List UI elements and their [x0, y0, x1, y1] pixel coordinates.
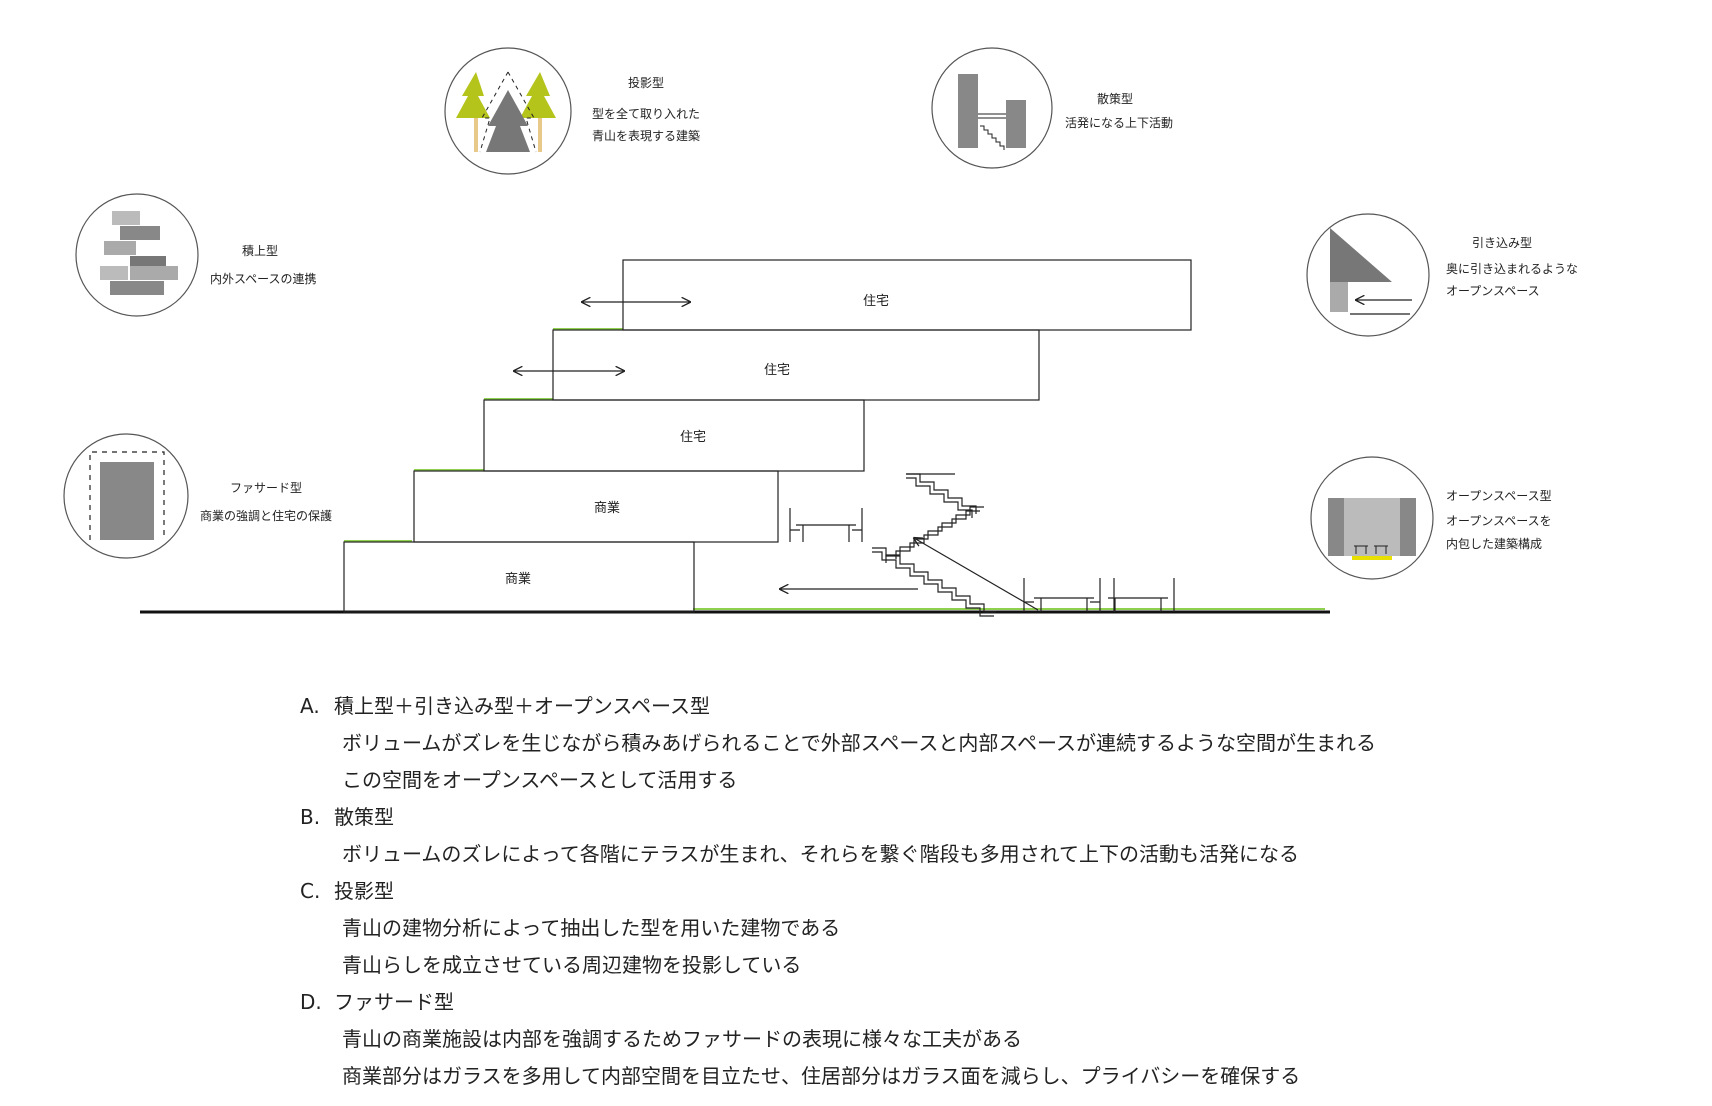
desc-c-title: 投影型 [334, 879, 394, 903]
toei-title: 投影型 [628, 75, 664, 90]
desc-d-title: ファサード型 [334, 990, 454, 1014]
desc-a-line-2: この空間をオープンスペースとして活用する [342, 768, 738, 792]
stair-lower [872, 547, 996, 617]
description-d: D. ファサード型 青山の商業施設は内部を強調するためファサードの表現に様々な工夫… [300, 984, 1600, 1095]
floor-5-box [622, 259, 1192, 331]
floor-boxes [343, 259, 1192, 613]
openspace-desc-2: 内包した建築構成 [1446, 536, 1542, 551]
tsumiage-title: 積上型 [242, 243, 278, 258]
description-b: B. 散策型 ボリュームのズレによって各階にテラスが生まれ、それらを繋ぐ階段も多用… [300, 799, 1600, 873]
facade-title: ファサード型 [230, 481, 302, 495]
desc-a-letter: A. [300, 694, 320, 718]
description-list: A. 積上型＋引き込み型＋オープンスペース型 ボリュームがズレを生じながら積みあげ… [300, 688, 1600, 1095]
desc-a-title: 積上型＋引き込み型＋オープンスペース型 [334, 694, 710, 718]
floor-5-label: 住宅 [863, 294, 889, 309]
desc-b-title: 散策型 [334, 805, 394, 829]
architecture-section-diagram: 住宅 住宅 住宅 商業 商業 積上型 内外スペースの連携 ファサード型 商 [63, 47, 1578, 617]
furniture [789, 508, 1175, 612]
openspace-title: オープンスペース型 [1446, 489, 1552, 503]
floor-4-box [552, 329, 1040, 401]
desc-c-line-1: 青山の建物分析によって抽出した型を用いた建物である [342, 916, 841, 940]
diagonal-flow-arrow [914, 538, 1039, 611]
hikikomi-icon [1306, 213, 1430, 337]
desc-a-line-1: ボリュームがズレを生じながら積みあげられることで外部スペースと内部スペースが連続… [342, 731, 1376, 755]
toei-icon [444, 47, 572, 175]
floor-4-label: 住宅 [764, 363, 790, 378]
floor-1-label: 商業 [505, 571, 531, 587]
desc-c-letter: C. [300, 879, 321, 903]
floor-2-label: 商業 [594, 500, 620, 516]
facade-icon [63, 433, 189, 559]
tsumiage-icon [75, 193, 199, 317]
desc-d-letter: D. [300, 990, 322, 1014]
desc-d-line-1: 青山の商業施設は内部を強調するためファサードの表現に様々な工夫がある [342, 1027, 1022, 1051]
sansaku-desc: 活発になる上下活動 [1065, 116, 1173, 130]
desc-b-line-1: ボリュームのズレによって各階にテラスが生まれ、それらを繋ぐ階段も多用されて上下の… [342, 842, 1299, 866]
toei-desc-2: 青山を表現する建築 [592, 128, 700, 143]
desc-c-line-2: 青山らしを成立させている周辺建物を投影している [342, 953, 802, 977]
desc-b-letter: B. [300, 805, 321, 829]
terrace-lines [344, 328, 623, 542]
hikikomi-title: 引き込み型 [1472, 236, 1532, 250]
hikikomi-desc-1: 奥に引き込まれるような [1446, 262, 1578, 276]
openspace-desc-1: オープンスペースを [1446, 514, 1552, 528]
tsumiage-desc: 内外スペースの連携 [210, 271, 317, 286]
description-a: A. 積上型＋引き込み型＋オープンスペース型 ボリュームがズレを生じながら積みあげ… [300, 688, 1600, 799]
openspace-icon [1310, 456, 1434, 580]
sansaku-title: 散策型 [1097, 91, 1133, 106]
sansaku-icon [931, 47, 1053, 169]
floor-3-label: 住宅 [680, 430, 706, 445]
toei-desc-1: 型を全て取り入れた [592, 106, 700, 121]
desc-d-line-2: 商業部分はガラスを多用して内部空間を目立たせ、住居部分はガラス面を減らし、プライ… [342, 1064, 1301, 1088]
facade-desc: 商業の強調と住宅の保護 [200, 508, 332, 523]
stair-upper [885, 473, 984, 563]
hikikomi-desc-2: オープンスペース [1446, 284, 1540, 298]
floor-3-box [483, 399, 865, 472]
description-c: C. 投影型 青山の建物分析によって抽出した型を用いた建物である 青山らしを成立さ… [300, 873, 1600, 984]
